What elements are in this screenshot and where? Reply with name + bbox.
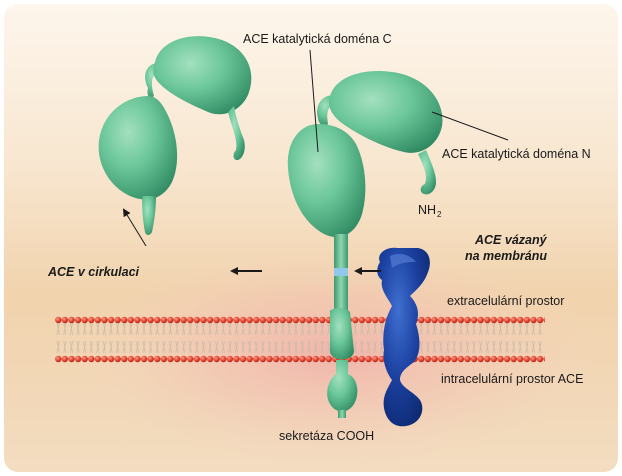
bound-ace-domain-c [287,124,366,238]
cell-membrane [55,313,545,366]
secretase-highlight [390,254,416,268]
label-domain-c: ACE katalytická doména C [243,32,392,46]
membrane-top-heads [55,313,545,327]
secretase-cleavage-site [334,268,348,276]
domain-n-leader [431,111,509,141]
membrane-bottom-heads [55,352,545,366]
label-membrane-bound-line1: ACE vázaný [474,233,548,247]
secretase-enzyme [377,247,430,427]
label-circulating: ACE v cirkulaci [47,265,140,279]
secretase-body [377,247,430,427]
label-intracellular: intracelulární prostor ACE [441,372,583,386]
bound-ace-transmembrane [329,308,354,360]
label-secretase: sekretáza COOH [279,429,374,443]
circulating-ace [98,36,252,235]
circulating-ace-lower-domain [98,96,178,200]
label-domain-n: ACE katalytická doména N [442,147,591,161]
circulating-ace-tail [142,196,156,235]
circulating-ace-hook [228,106,245,161]
membrane-bound-ace [287,71,443,418]
label-nh2: NH [418,203,436,217]
bound-ace-domain-n [328,71,443,153]
circulating-arrow [122,208,147,247]
label-extracellular: extracelulární prostor [447,294,564,308]
bound-ace-n-hook [418,150,436,195]
bound-ace-cytoplasmic-tail [327,360,358,412]
circulating-ace-upper-domain [153,36,252,115]
bound-ace-cytoplasmic-end [338,410,346,418]
domain-c-leader [309,49,319,153]
label-nh2-subscript: 2 [437,210,442,219]
label-membrane-bound-line2: na membránu [465,249,547,263]
